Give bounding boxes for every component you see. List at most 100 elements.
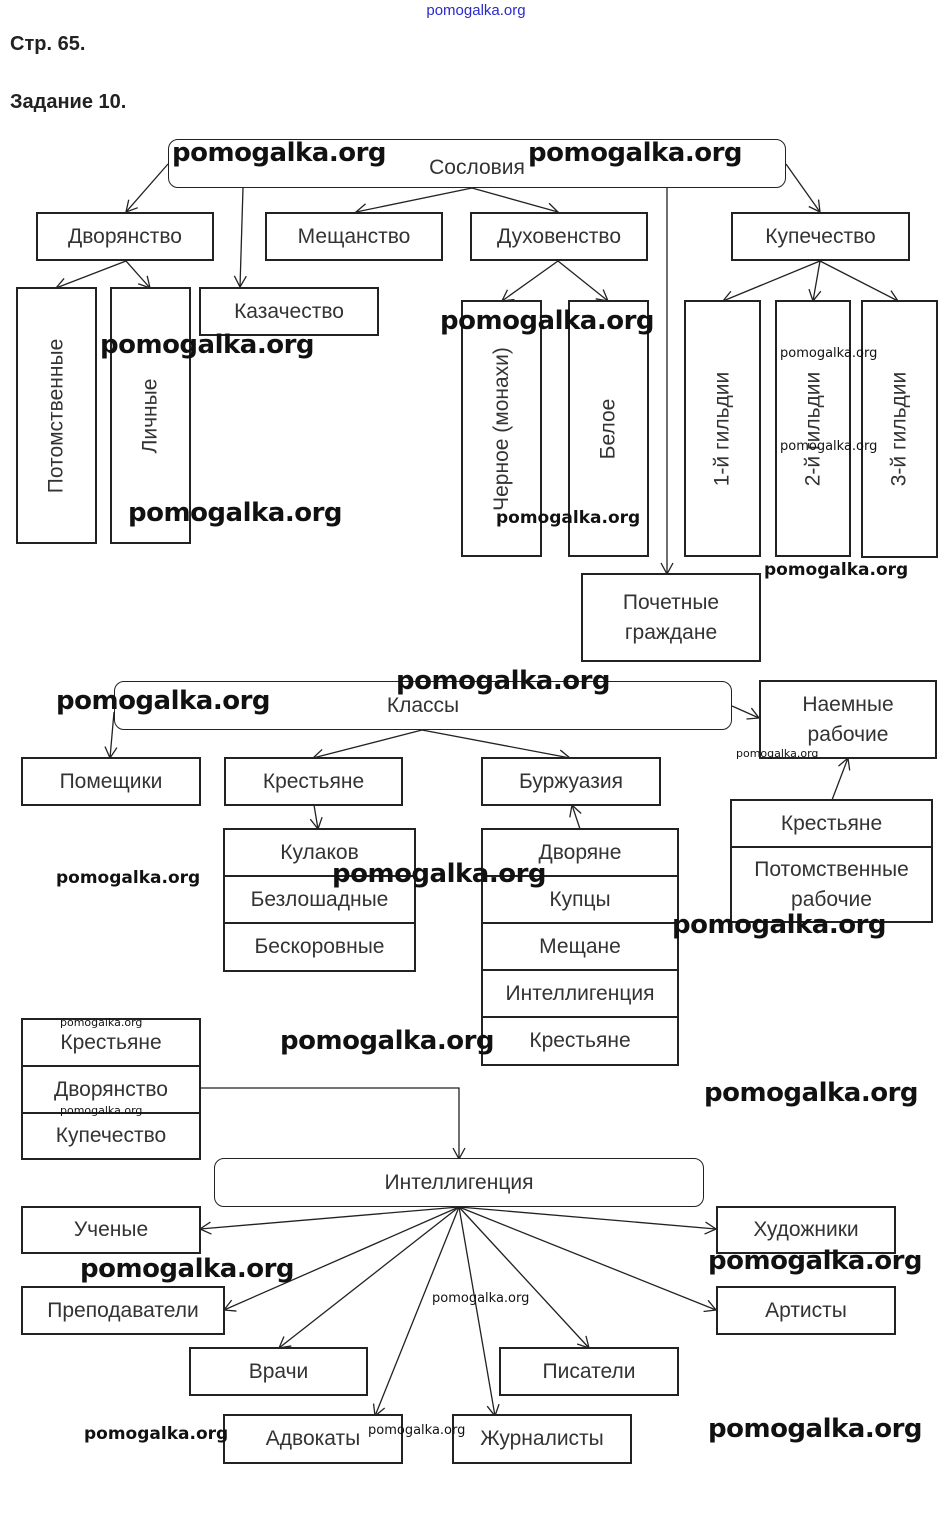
- watermark: pomogalka.org: [780, 346, 878, 361]
- watermark: pomogalka.org: [84, 1424, 229, 1444]
- arrow-int-pisateli: [458, 1206, 590, 1349]
- box-lichnye: Личные: [110, 287, 191, 544]
- box-kupechestvo: Купечество: [731, 212, 910, 261]
- watermark: pomogalka.org: [764, 560, 909, 580]
- box-naemnye: Наемные рабочие: [759, 680, 937, 759]
- box-chernoe: Черное (монахи): [461, 300, 542, 557]
- label-potomstvennye: Потомственные: [44, 338, 68, 493]
- watermark: pomogalka.org: [496, 508, 641, 528]
- arrow-estates-kupechestvo: [785, 163, 821, 214]
- cell-potomstvennye-rabochie: Потомственные рабочие: [754, 857, 909, 911]
- cell-krestyane: Крестьяне: [529, 1029, 631, 1052]
- box-prepodavateli: Преподаватели: [21, 1286, 225, 1335]
- arrow-dvoryanstvo-potomstvennye: [54, 260, 127, 291]
- watermark: pomogalka.org: [100, 330, 315, 360]
- arrow-estates-meshchanstvo: [354, 187, 473, 217]
- cell-source-krestyane: Крестьяне: [23, 1020, 199, 1067]
- stack-sources: Крестьяне Дворянство Купечество: [21, 1018, 201, 1160]
- watermark: pomogalka.org: [80, 1254, 295, 1284]
- box-burzhuaziya: Буржуазия: [481, 757, 661, 806]
- watermark: pomogalka.org: [368, 1423, 466, 1438]
- watermark: pomogalka.org: [672, 910, 887, 940]
- box-pomeshchiki: Помещики: [21, 757, 201, 806]
- arrow-kupechestvo-3: [819, 260, 900, 302]
- classes-root: Классы: [114, 681, 732, 730]
- arrow-int-uchenye: [198, 1206, 460, 1235]
- arrow-estates-dukhovenstvo: [471, 187, 560, 216]
- box-khudozhniki: Художники: [716, 1206, 896, 1254]
- watermark: pomogalka.org: [432, 1291, 530, 1306]
- cell-source-kupechestvo: Купечество: [55, 1124, 167, 1147]
- box-pisateli: Писатели: [499, 1347, 679, 1396]
- box-guild-2: 2-й гильдии: [775, 300, 851, 557]
- intelligentsia-root: Интеллигенция: [214, 1158, 704, 1207]
- cell-intelligentsiya: Интеллигенция: [483, 971, 677, 1018]
- watermark: pomogalka.org: [708, 1414, 923, 1444]
- arrow-int-khudozhniki: [458, 1206, 718, 1235]
- cell-source-dvoryanstvo: Дворянство: [23, 1067, 199, 1114]
- cell-meshchane: Мещане: [483, 924, 677, 971]
- arrow-dukhovenstvo-chernoe: [500, 260, 559, 302]
- watermark: pomogalka.org: [60, 1104, 143, 1117]
- stack-burzhuaziya: Дворяне Купцы Мещане Интеллигенция Крест…: [481, 828, 679, 1066]
- cell-kuptsy: Купцы: [483, 877, 677, 924]
- cell-naemnye-krestyane: Крестьяне: [732, 801, 931, 848]
- arrow-estates-dvoryanstvo: [125, 163, 169, 214]
- watermark: pomogalka.org: [396, 666, 611, 696]
- box-artisty: Артисты: [716, 1286, 896, 1335]
- watermark: pomogalka.org: [280, 1026, 495, 1056]
- box-uchenye: Ученые: [21, 1206, 201, 1254]
- arrow-classes-naemnye: [731, 705, 761, 720]
- watermark: pomogalka.org: [60, 1016, 143, 1029]
- box-meshchanstvo: Мещанство: [265, 212, 443, 261]
- cell-dvoryane: Дворяне: [483, 830, 677, 877]
- watermark: pomogalka.org: [128, 498, 343, 528]
- box-pochetnye: Почетные граждане: [581, 573, 761, 662]
- estates-root: Сословия: [168, 139, 786, 188]
- watermark: pomogalka.org: [56, 868, 201, 888]
- box-krestyane: Крестьяне: [224, 757, 403, 806]
- cell-beskorovnye: Бескоровные: [254, 935, 385, 958]
- watermark: pomogalka.org: [440, 306, 655, 336]
- stack-krestyane: Кулаков Безлошадные Бескоровные: [223, 828, 416, 972]
- arrow-sources-intelligentsia: [200, 1087, 466, 1161]
- arrow-dukhovenstvo-beloe: [557, 260, 610, 302]
- page-reference: Стр. 65.: [10, 33, 86, 55]
- box-zhurnalisty: Журналисты: [452, 1414, 632, 1464]
- arrow-dvoryanstvo-lichnye: [125, 260, 151, 290]
- box-guild-3: 3-й гильдии: [861, 300, 938, 558]
- arrow-krestyane-stack: [309, 804, 323, 831]
- box-guild-1: 1-й гильдии: [684, 300, 761, 557]
- arrow-kupechestvo-1: [721, 260, 821, 303]
- arrow-stack-naemnye: [831, 756, 851, 801]
- label-chernoe: Черное (монахи): [489, 346, 513, 511]
- arrow-estates-kazachestvo: [233, 187, 247, 289]
- cell-kulakov: Кулаков: [225, 830, 414, 877]
- estates-root-label: Сословия: [429, 155, 525, 179]
- watermark: pomogalka.org: [56, 686, 271, 716]
- arrow-classes-burzhuaziya: [421, 729, 572, 763]
- label-guild-2: 2-й гильдии: [801, 371, 825, 486]
- arrow-int-vrachi: [277, 1206, 460, 1349]
- box-dvoryanstvo: Дворянство: [36, 212, 214, 261]
- arrow-int-advokaty: [372, 1206, 460, 1418]
- cell-bezloshadnye: Безлошадные: [225, 877, 414, 924]
- label-guild-1: 1-й гильдии: [710, 371, 734, 486]
- arrow-stack-burzhuaziya: [569, 803, 582, 830]
- watermark: pomogalka.org: [332, 859, 547, 889]
- box-dukhovenstvo: Духовенство: [470, 212, 648, 261]
- box-advokaty: Адвокаты: [223, 1414, 403, 1464]
- top-watermark: pomogalka.org: [426, 2, 526, 19]
- label-beloe: Белое: [596, 398, 620, 459]
- box-beloe: Белое: [568, 300, 649, 557]
- watermark: pomogalka.org: [736, 747, 819, 760]
- watermark: pomogalka.org: [172, 138, 387, 168]
- box-vrachi: Врачи: [189, 1347, 368, 1396]
- box-kazachestvo: Казачество: [199, 287, 379, 336]
- task-title: Задание 10.: [10, 91, 127, 113]
- watermark: pomogalka.org: [704, 1078, 919, 1108]
- watermark: pomogalka.org: [528, 138, 743, 168]
- label-lichnye: Личные: [138, 378, 162, 453]
- label-guild-3: 3-й гильдии: [887, 371, 911, 487]
- watermark: pomogalka.org: [708, 1246, 923, 1276]
